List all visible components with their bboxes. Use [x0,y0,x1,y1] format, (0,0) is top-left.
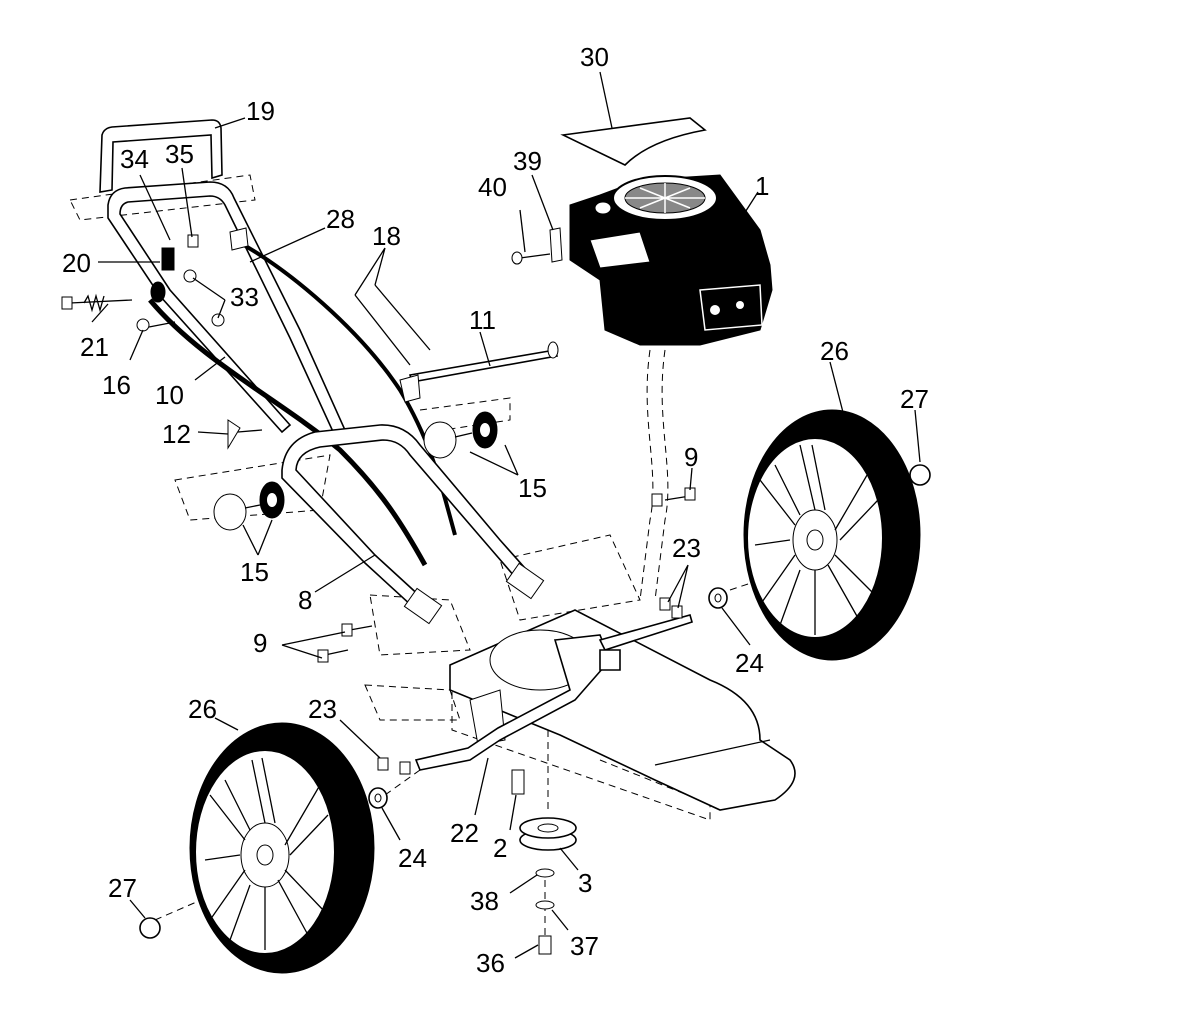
callout-10: 10 [155,380,184,410]
callout-23: 23 [308,694,337,724]
callout-3: 3 [578,868,592,898]
callout-24: 24 [735,648,764,678]
callout-22: 22 [450,818,479,848]
callout-2: 2 [493,833,507,863]
bolts [317,487,696,795]
callout-20: 20 [62,248,91,278]
callout-34: 34 [120,144,149,174]
callout-1: 1 [755,171,769,201]
callout-27: 27 [108,873,137,903]
callout-27: 27 [900,384,929,414]
callout-30: 30 [580,42,609,72]
callout-24: 24 [398,843,427,873]
right-wheel [743,409,921,661]
callout-35: 35 [165,139,194,169]
engine [511,174,773,346]
callout-23: 23 [672,533,701,563]
callout-11: 11 [469,305,496,335]
leader-lines [91,71,921,959]
callout-12: 12 [162,419,191,449]
left-wheel [189,722,375,974]
callout-26: 26 [188,694,217,724]
pulley-assembly [519,817,577,955]
engine-shield [560,117,707,166]
callout-9: 9 [684,442,698,472]
callout-labels: 1 2 3 8 9 9 10 11 12 15 15 16 18 19 20 2… [62,42,929,978]
callout-16: 16 [102,370,131,400]
callout-38: 38 [470,886,499,916]
wheel-hardware [139,464,931,939]
callout-21: 21 [80,332,109,362]
callout-40: 40 [478,172,507,202]
callout-8: 8 [298,585,312,615]
lower-handle [281,424,545,625]
rods-and-cables [354,284,559,403]
callout-36: 36 [476,948,505,978]
callout-39: 39 [513,146,542,176]
callout-15: 15 [518,473,547,503]
callout-18: 18 [372,221,401,251]
callout-19: 19 [246,96,275,126]
callout-28: 28 [326,204,355,234]
callout-9: 9 [253,628,267,658]
handle-knobs [213,411,498,531]
mower-deck [414,609,796,811]
callout-33: 33 [230,282,259,312]
callout-15: 15 [240,557,269,587]
upper-handle [99,119,347,438]
callout-26: 26 [820,336,849,366]
handle-hardware [61,234,225,332]
callout-37: 37 [570,931,599,961]
